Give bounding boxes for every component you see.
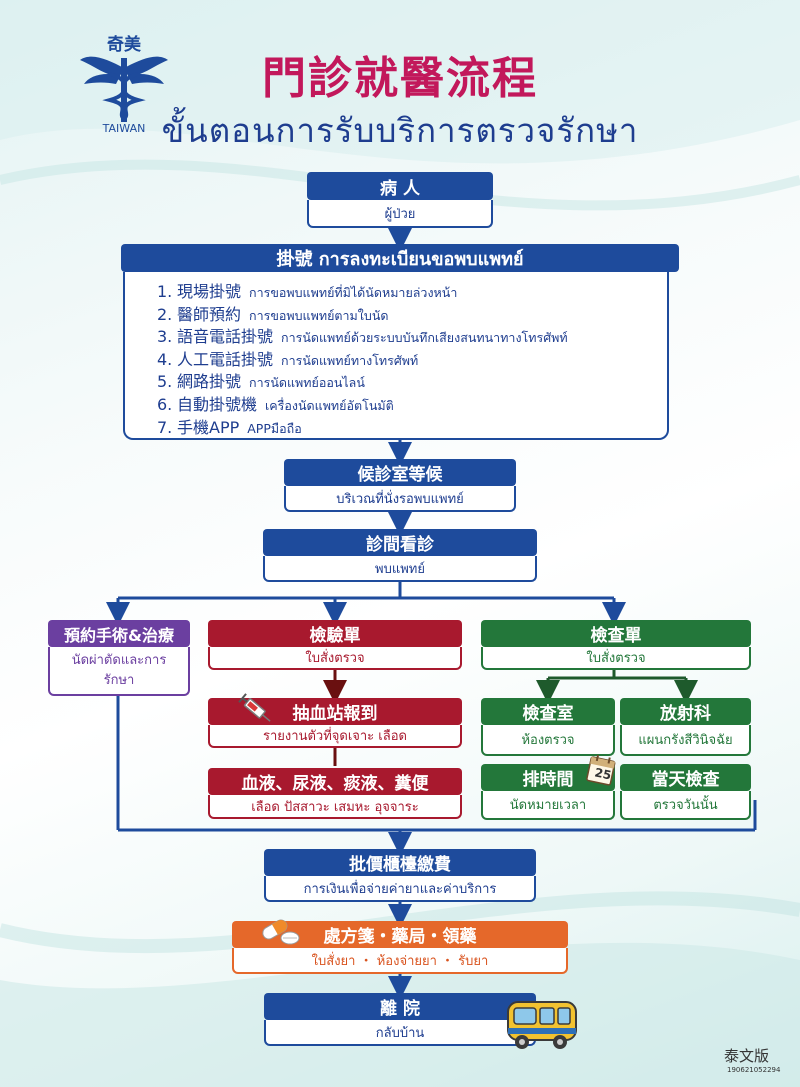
registration-item-thai: เครื่องนัดแพทย์อัตโนมัติ [265,397,394,413]
registration-item-chinese: 人工電話掛號 [177,349,274,369]
discharge-subtitle: กลับบ้าน [264,1020,536,1046]
exam-order-header: 檢查單 [481,620,751,647]
same-day-exam-header: 當天檢查 [620,764,751,791]
registration-item: 7.手機APP APPมือถือ [157,414,667,437]
registration-item: 4.人工電話掛號 การนัดแพทย์ทางโทรศัพท์ [157,346,667,369]
registration-item-number: 5. [157,372,173,392]
exam-room-header: 檢查室 [481,698,615,725]
payment-header: 批價櫃檯繳費 [264,849,536,876]
exam-room-subtitle: ห้องตรวจ [481,725,615,756]
registration-item-thai: การนัดแพทย์ทางโทรศัพท์ [281,352,419,368]
blood-station-subtitle: รายงานตัวที่จุดเจาะ เลือด [208,725,462,748]
calendar-icon [586,754,616,786]
registration-item: 6.自動掛號機 เครื่องนัดแพทย์อัตโนมัติ [157,391,667,414]
waiting-room-header: 候診室等候 [284,459,516,486]
waiting-room-subtitle: บริเวณที่นั่งรอพบแพทย์ [284,486,516,512]
registration-item: 1.現場掛號 การขอพบแพทย์ที่มิได้นัดหมายล่วงหน้… [157,278,667,301]
registration-item-number: 4. [157,349,173,369]
page-subtitle: ขั้นตอนการรับบริการตรวจรักษา [161,111,639,150]
specimens-header: 血液、尿液、痰液、糞便 [208,768,462,795]
bus-icon [507,1001,577,1049]
syringe-icon [238,693,271,722]
registration-item-thai: การนัดแพทย์ออนไลน์ [249,375,365,391]
registration-item-chinese: 手機APP [177,417,240,437]
specimens-subtitle: เลือด ปัสสาวะ เสมหะ อุจจาระ [208,795,462,819]
registration-item-chinese: 網路掛號 [177,372,242,392]
registration-item-chinese: 現場掛號 [177,282,242,301]
page-title: 門診就醫流程 [262,53,538,104]
registration-item-thai: การนัดแพทย์ด้วยระบบบันทึกเสียงสนทนาทางโท… [281,330,568,346]
registration-item: 3.語音電話掛號 การนัดแพทย์ด้วยระบบบันทึกเสียงสน… [157,323,667,346]
registration-item: 5.網路掛號 การนัดแพทย์ออนไลน์ [157,368,667,391]
lab-order-header: 檢驗單 [208,620,462,647]
registration-item-chinese: 語音電話掛號 [177,327,274,347]
registration-item-thai: APPมือถือ [247,420,302,436]
registration-item-chinese: 自動掛號機 [177,394,258,414]
consultation-header: 診間看診 [263,529,537,556]
patient-subtitle: ผู้ป่วย [307,200,493,228]
radiology-subtitle: แผนกรังสีวินิจฉัย [620,725,751,756]
language-label: 泰文版 [724,1047,770,1065]
patient-header: 病 人 [307,172,493,200]
discharge-header: 離 院 [264,993,536,1020]
lab-order-subtitle: ใบสั่งตรวจ [208,647,462,670]
pharmacy-header: 處方箋・藥局・領藥 [232,921,568,948]
logo-taiwan: TAIWAN [102,122,146,135]
pills-icon [262,919,300,945]
registration-header: 掛號 การลงทะเบียนขอพบแพทย์ [121,244,679,272]
surgery-subtitle: นัดผ่าตัดและการรักษา [48,647,190,696]
registration-item-number: 7. [157,417,173,437]
registration-item: 2.醫師預約 การขอพบแพทย์ตามใบนัด [157,301,667,324]
registration-item-number: 3. [157,327,173,347]
registration-item-thai: การขอพบแพทย์ที่มิได้นัดหมายล่วงหน้า [249,285,458,300]
registration-item-thai: การขอพบแพทย์ตามใบนัด [249,307,389,323]
payment-subtitle: การเงินเพื่อจ่ายค่ายาและค่าบริการ [264,876,536,902]
registration-list: 1.現場掛號 การขอพบแพทย์ที่มิได้นัดหมายล่วงหน้… [123,272,669,440]
registration-item-chinese: 醫師預約 [177,304,242,324]
pharmacy-subtitle: ใบสั่งยา ・ ห้องจ่ายยา ・ รับยา [232,948,568,974]
caduceus-logo-icon [80,56,168,122]
registration-item-number: 6. [157,394,173,414]
surgery-header: 預約手術&治療 [48,620,190,647]
logo-characters: 奇美 [107,35,141,55]
document-code: 190621052294 [727,1066,781,1074]
registration-item-number: 1. [157,282,173,301]
registration-item-number: 2. [157,304,173,324]
same-day-exam-subtitle: ตรวจวันนั้น [620,791,751,820]
exam-order-subtitle: ใบสั่งตรวจ [481,647,751,670]
consultation-subtitle: พบแพทย์ [263,556,537,582]
radiology-header: 放射科 [620,698,751,725]
schedule-subtitle: นัดหมายเวลา [481,791,615,820]
